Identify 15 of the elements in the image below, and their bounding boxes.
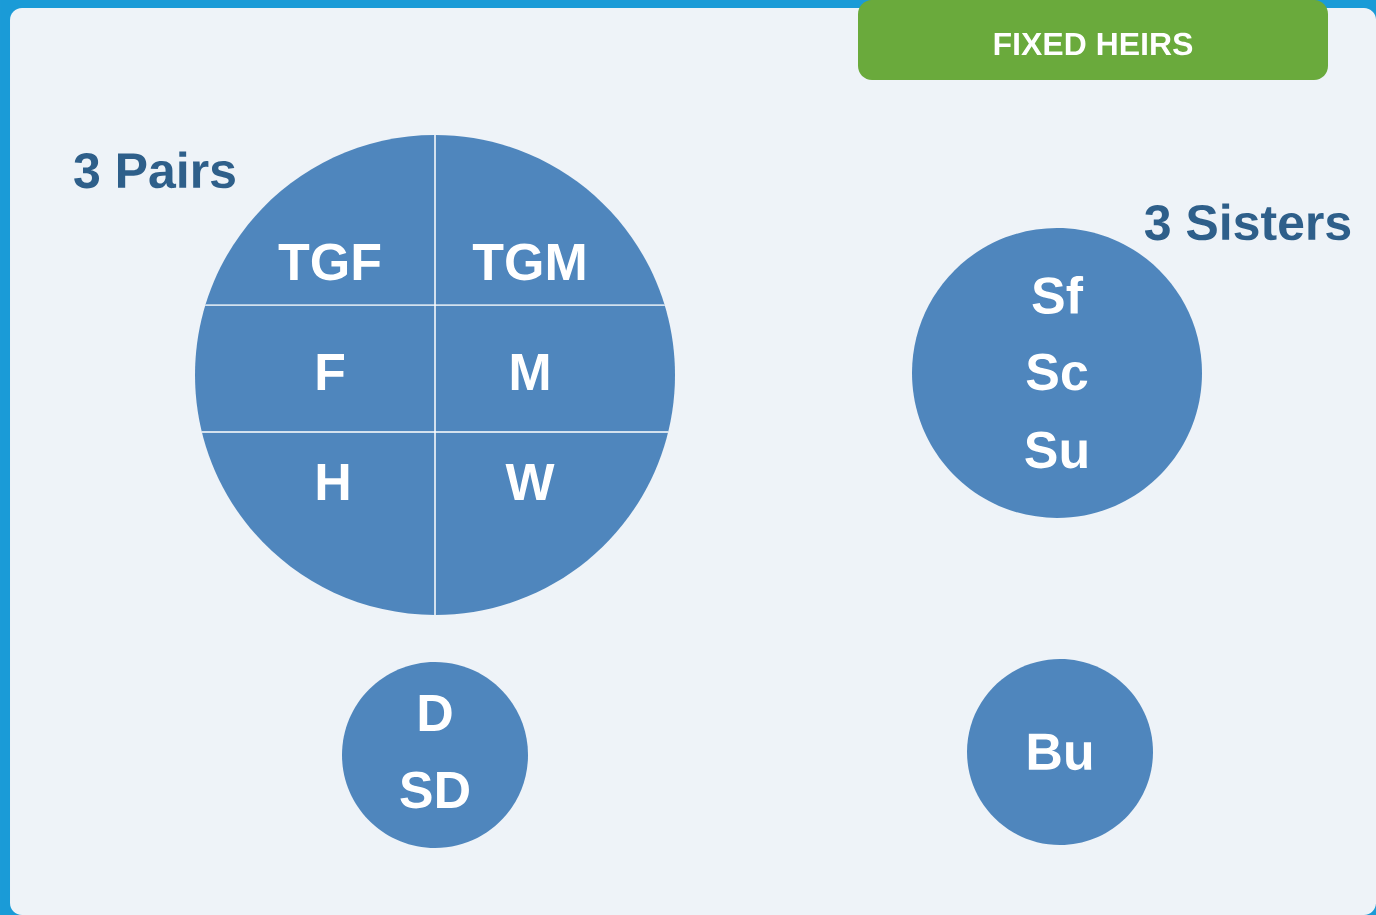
- heir-label: W: [505, 464, 555, 500]
- heir-label: TGF: [278, 243, 381, 281]
- heir-label: Sc: [1026, 353, 1088, 391]
- heir-label: TGM: [472, 243, 585, 281]
- heir-label: F: [317, 354, 344, 390]
- heir-label: M: [511, 354, 549, 390]
- heir-label: D: [419, 695, 452, 731]
- heir-label: Su: [1025, 431, 1087, 469]
- group-label: 3 Sisters: [1144, 203, 1351, 241]
- heir-label: Bu: [1028, 733, 1092, 771]
- heir-label: SD: [400, 771, 469, 809]
- heir-label: H: [317, 464, 349, 500]
- heir-label: Sf: [1032, 275, 1084, 315]
- group-label: 3 Pairs: [74, 151, 235, 189]
- heading-banner: FIXED HEIRS: [858, 0, 1328, 80]
